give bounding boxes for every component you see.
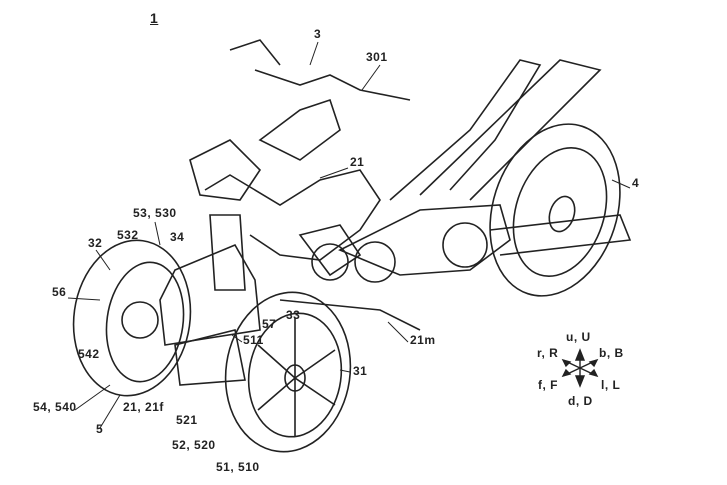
compass-r: r, R: [537, 346, 559, 360]
label-32: 32: [88, 236, 103, 250]
label-5: 5: [96, 422, 104, 436]
label-532: 532: [117, 228, 139, 242]
rear-wheel-drawing: [489, 123, 621, 297]
label-51-510: 51, 510: [216, 460, 260, 474]
leader-lines: [67, 41, 631, 429]
frame-drawing: [159, 39, 632, 386]
direction-compass-icon: [561, 348, 599, 388]
label-21: 21: [350, 155, 365, 169]
front-left-wheel-drawing: [72, 239, 192, 397]
label-21-21f: 21, 21f: [123, 400, 164, 414]
label-52-520: 52, 520: [172, 438, 216, 452]
compass-down: d, D: [568, 394, 593, 408]
label-54-540: 54, 540: [33, 400, 77, 414]
label-301: 301: [366, 50, 388, 64]
label-34: 34: [170, 230, 185, 244]
front-right-wheel-drawing: [224, 291, 352, 453]
label-511: 511: [243, 333, 264, 347]
label-21m: 21m: [410, 333, 436, 347]
label-4: 4: [632, 176, 640, 190]
label-542: 542: [78, 347, 100, 361]
compass-b: b, B: [599, 346, 624, 360]
label-56: 56: [52, 285, 67, 299]
label-33: 33: [286, 308, 301, 322]
figure-number: 1: [150, 10, 159, 26]
compass-f: f, F: [538, 378, 558, 392]
label-521: 521: [176, 413, 198, 427]
label-31: 31: [353, 364, 368, 378]
compass-up: u, U: [566, 330, 591, 344]
compass-l: l, L: [601, 378, 621, 392]
label-3: 3: [314, 27, 322, 41]
label-53-530: 53, 530: [133, 206, 177, 220]
label-57: 57: [262, 317, 277, 331]
